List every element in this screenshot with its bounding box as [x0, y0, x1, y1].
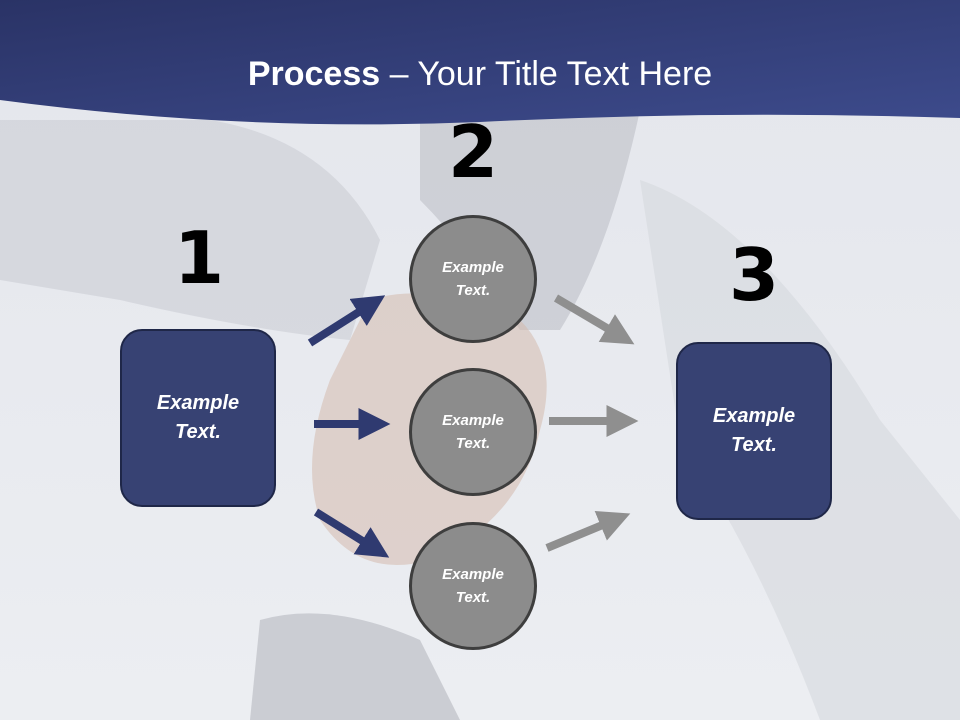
right-box-text: Example Text.	[712, 405, 796, 456]
step-number-3: 3	[728, 233, 780, 317]
circle-top-text: Example Text.	[442, 259, 504, 299]
circle-bottom-text: Example Text.	[442, 566, 504, 606]
step-number-1: 1	[173, 216, 225, 300]
circle-middle-text: Example Text.	[442, 412, 504, 452]
process-circle-bottom: Example Text.	[409, 522, 537, 650]
title-bold: Process	[247, 55, 381, 93]
page-title: Process – Your Title Text Here	[0, 52, 960, 96]
left-box-text: Example Text.	[156, 392, 240, 443]
step-number-2: 2	[447, 110, 499, 194]
left-process-box: Example Text.	[120, 329, 276, 507]
process-circle-top: Example Text.	[409, 215, 537, 343]
right-process-box: Example Text.	[676, 342, 832, 520]
title-rest: – Your Title Text Here	[380, 55, 713, 93]
process-circle-middle: Example Text.	[409, 368, 537, 496]
